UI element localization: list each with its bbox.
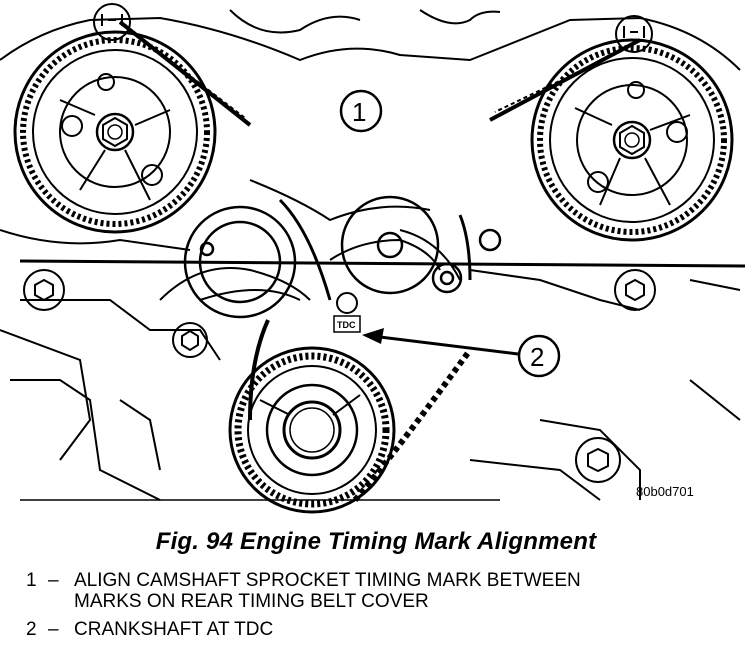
legend-item-1-text-line2: MARKS ON REAR TIMING BELT COVER (74, 591, 429, 612)
figure-caption: Fig. 94 Engine Timing Mark Alignment (155, 528, 597, 555)
engine-timing-illustration: TDC 1 2 80b0d701 (0, 3, 746, 514)
right-camshaft-sprocket (530, 38, 734, 242)
drawing-code: 80b0d701 (636, 484, 694, 499)
legend-item-1-number: 1 (26, 570, 37, 591)
callout-2: 2 (362, 328, 561, 378)
legend-item-2: 2–CRANKSHAFT AT TDC (26, 619, 273, 640)
alignment-reference-line (19, 259, 746, 268)
callout-1: 1 (339, 89, 383, 133)
crank-tdc-label: TDC (337, 320, 356, 330)
legend-item-2-number: 2 (26, 619, 37, 640)
idler-pulleys (183, 195, 502, 319)
bolt-heads (23, 269, 656, 483)
camshaft-timing-marks (93, 3, 653, 53)
legend-item-1-text-line1: ALIGN CAMSHAFT SPROCKET TIMING MARK BETW… (74, 570, 581, 591)
legend-item-2-dash: – (48, 619, 59, 640)
crankshaft-sprocket (228, 346, 396, 514)
legend-item-1: 1–ALIGN CAMSHAFT SPROCKET TIMING MARK BE… (26, 570, 581, 612)
callout-1-number: 1 (352, 97, 366, 127)
crank-tdc-mark: TDC (333, 292, 361, 333)
engine-block-outline (0, 9, 741, 501)
legend-item-1-dash: – (48, 570, 59, 591)
legend-item-2-text-line1: CRANKSHAFT AT TDC (74, 619, 274, 640)
timing-belt (118, 20, 641, 502)
callout-2-number: 2 (530, 342, 544, 372)
